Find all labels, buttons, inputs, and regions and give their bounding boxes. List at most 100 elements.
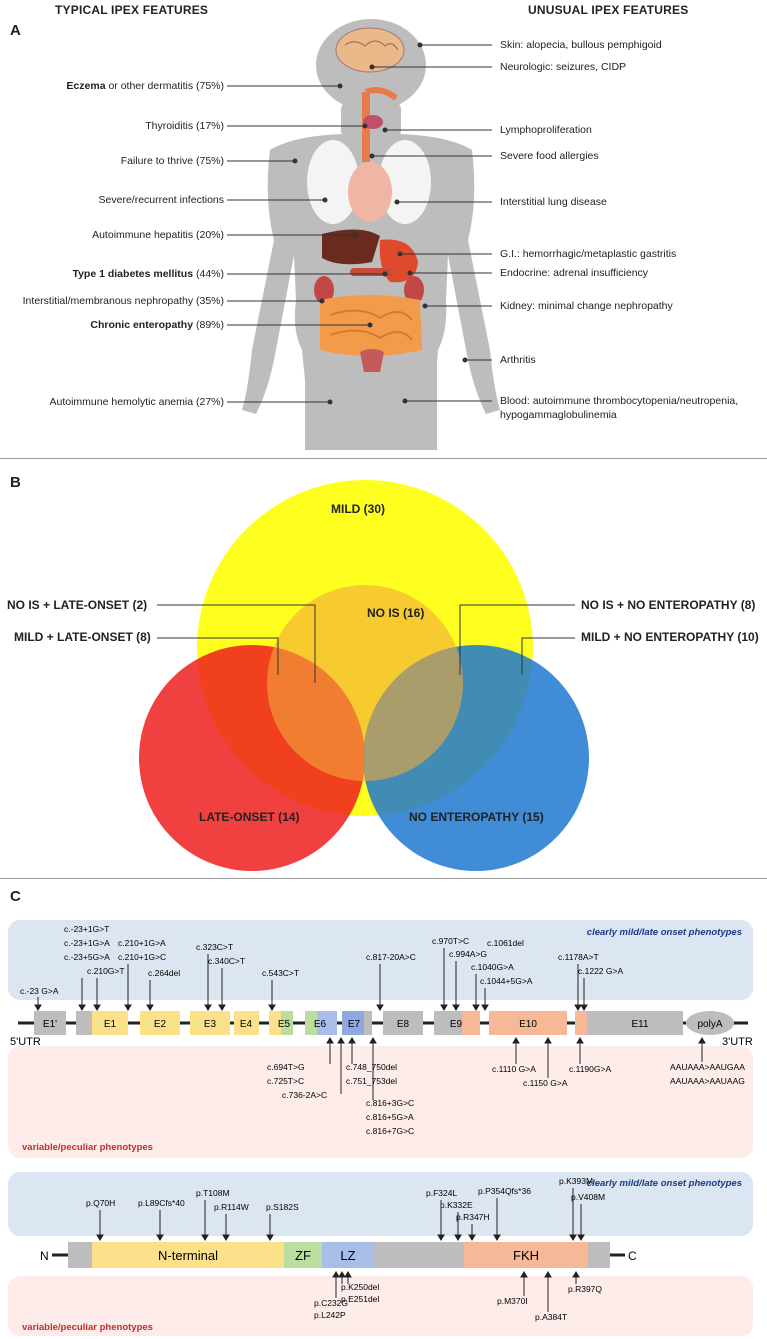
svg-text:polyA: polyA [697,1019,722,1030]
variant-label: c.816+5G>A [366,1112,414,1122]
protein-variable-title: variable/peculiar phenotypes [22,1322,153,1333]
variant-label: c.1150 G>A [523,1078,568,1088]
panel-b-label: B [10,474,21,491]
feature-diabetes: Type 1 diabetes mellitus (44%) [72,268,224,280]
venn-mild-late-label: MILD + LATE-ONSET (8) [14,630,151,644]
feature-enteropathy: Chronic enteropathy (89%) [90,319,224,331]
venn-mild-noent-label: MILD + NO ENTEROPATHY (10) [581,630,759,644]
left-kidney [314,276,334,304]
feature-infections: Severe/recurrent infections [98,194,224,206]
variant-label: c.694T>G [267,1062,305,1072]
leader-nois-late [157,604,316,683]
brain-organ [335,27,405,73]
variant-label: p.M370I [497,1296,528,1306]
venn-nois-late-label: NO IS + LATE-ONSET (2) [7,598,148,612]
feature-gi: G.I.: hemorrhagic/metaplastic gastritis [500,248,677,260]
feature-hemolytic-anemia: Autoimmune hemolytic anemia (27%) [49,396,225,408]
exon-e1prime [34,1011,66,1035]
gene-mild-zone [8,920,753,1000]
variant-label: AAUAAA>AAUAAG [670,1076,745,1086]
variant-label: c.970T>C [432,936,469,946]
feature-hepatitis: Autoimmune hepatitis (20%) [92,229,224,241]
protein-mild-zone [8,1172,753,1236]
liver-organ [322,229,380,265]
svg-text:LZ: LZ [340,1248,355,1263]
variant-label: c.-23 G>A [20,986,59,996]
variant-label: c.340C>T [208,956,245,966]
gene-mild-variants: c.-23 G>A c.-23+1G>T c.-23+1G>A c.-23+5G… [20,924,623,996]
polya-site [686,1011,734,1035]
variant-label: c.1044+5G>A [480,976,533,986]
protein-mild-title: clearly mild/late onset phenotypes [587,1178,742,1189]
venn-no-is-label: NO IS (16) [367,606,425,620]
variant-label: p.K393M [559,1176,593,1186]
svg-text:E7: E7 [348,1019,361,1030]
right-lung [379,140,431,224]
variant-label: p.E251del [341,1294,379,1304]
variant-label: c.751_753del [346,1076,397,1086]
feature-endocrine: Endocrine: adrenal insufficiency [500,267,649,279]
protein-mild-variants: p.Q70H p.L89Cfs*40 p.T108M p.R114W p.S18… [86,1176,605,1222]
protein-variable-zone [8,1276,753,1336]
variant-label: p.T108M [196,1188,230,1198]
feature-neurologic: Neurologic: seizures, CIDP [500,61,627,73]
feature-skin: Skin: alopecia, bullous pemphigoid [500,39,662,51]
venn-diagram [139,480,589,871]
body-illustration [227,19,500,451]
variant-label: c.725T>C [267,1076,304,1086]
exon-e6 [305,1011,317,1035]
variant-label: c.1040G>A [471,962,514,972]
variant-label: p.A384T [535,1312,567,1322]
variant-label: c.210+1G>C [118,952,166,962]
exon-e2 [140,1011,180,1035]
variant-label: p.L242P [314,1310,346,1320]
venn-no-is-circle [267,585,463,781]
leader-mild-late [157,637,279,675]
leader-mild-noent [521,637,575,675]
protein-n-terminus: N [40,1249,49,1263]
exon-e11 [575,1011,587,1035]
venn-no-enteropathy-label: NO ENTEROPATHY (15) [409,810,544,824]
variant-label: c.1222 G>A [578,966,623,976]
variant-label: c.543C>T [262,968,299,978]
gene-mild-title: clearly mild/late onset phenotypes [587,927,742,938]
variant-label: c.-23+5G>A [64,952,110,962]
variant-label: c.994A>G [449,949,487,959]
variant-label: p.L89Cfs*40 [138,1198,185,1208]
feature-blood: Blood: autoimmune thrombocytopenia/neutr… [500,395,739,407]
bladder-organ [360,349,384,372]
variant-label: c.817-20A>C [366,952,416,962]
domain-fkh [464,1242,588,1268]
variant-label: c.748_750del [346,1062,397,1072]
svg-text:E10: E10 [519,1019,537,1030]
svg-text:ZF: ZF [295,1248,311,1263]
svg-text:E11: E11 [631,1019,648,1030]
variant-label: p.K250del [341,1282,379,1292]
svg-text:E8: E8 [397,1019,410,1030]
variant-label: p.R347H [456,1212,490,1222]
feature-nephropathy: Interstitial/membranous nephropathy (35%… [22,295,224,307]
svg-text:FKH: FKH [513,1248,539,1263]
variant-label: p.R397Q [568,1284,602,1294]
gene-protein-map: clearly mild/late onset phenotypes varia… [8,920,753,1336]
feature-blood-cont: hypogammaglobulinemia [500,409,617,421]
utr3-label: 3'UTR [722,1036,753,1048]
variant-label: p.K332E [440,1200,473,1210]
exon-e10 [489,1011,567,1035]
feature-failure-to-thrive: Failure to thrive (75%) [120,155,224,167]
variant-label: c.1178A>T [558,952,599,962]
variant-label: c.264del [148,968,180,978]
variant-label: p.Q70H [86,1198,115,1208]
variant-label: c.210+1G>A [118,938,166,948]
svg-text:E1': E1' [43,1019,57,1030]
feature-thyroiditis: Thyroiditis (17%) [145,120,224,132]
variant-label: c.-23+1G>A [64,938,110,948]
typical-features-header: TYPICAL IPEX FEATURES [55,3,209,17]
feature-lung-disease: Interstitial lung disease [500,196,607,208]
exon-e3 [190,1011,230,1035]
feature-lymphoproliferation: Lymphoproliferation [500,124,592,136]
svg-text:E4: E4 [240,1019,253,1030]
variant-label: p.S182S [266,1202,299,1212]
panel-c-label: C [10,888,21,905]
gene-variable-zone [8,1046,753,1158]
